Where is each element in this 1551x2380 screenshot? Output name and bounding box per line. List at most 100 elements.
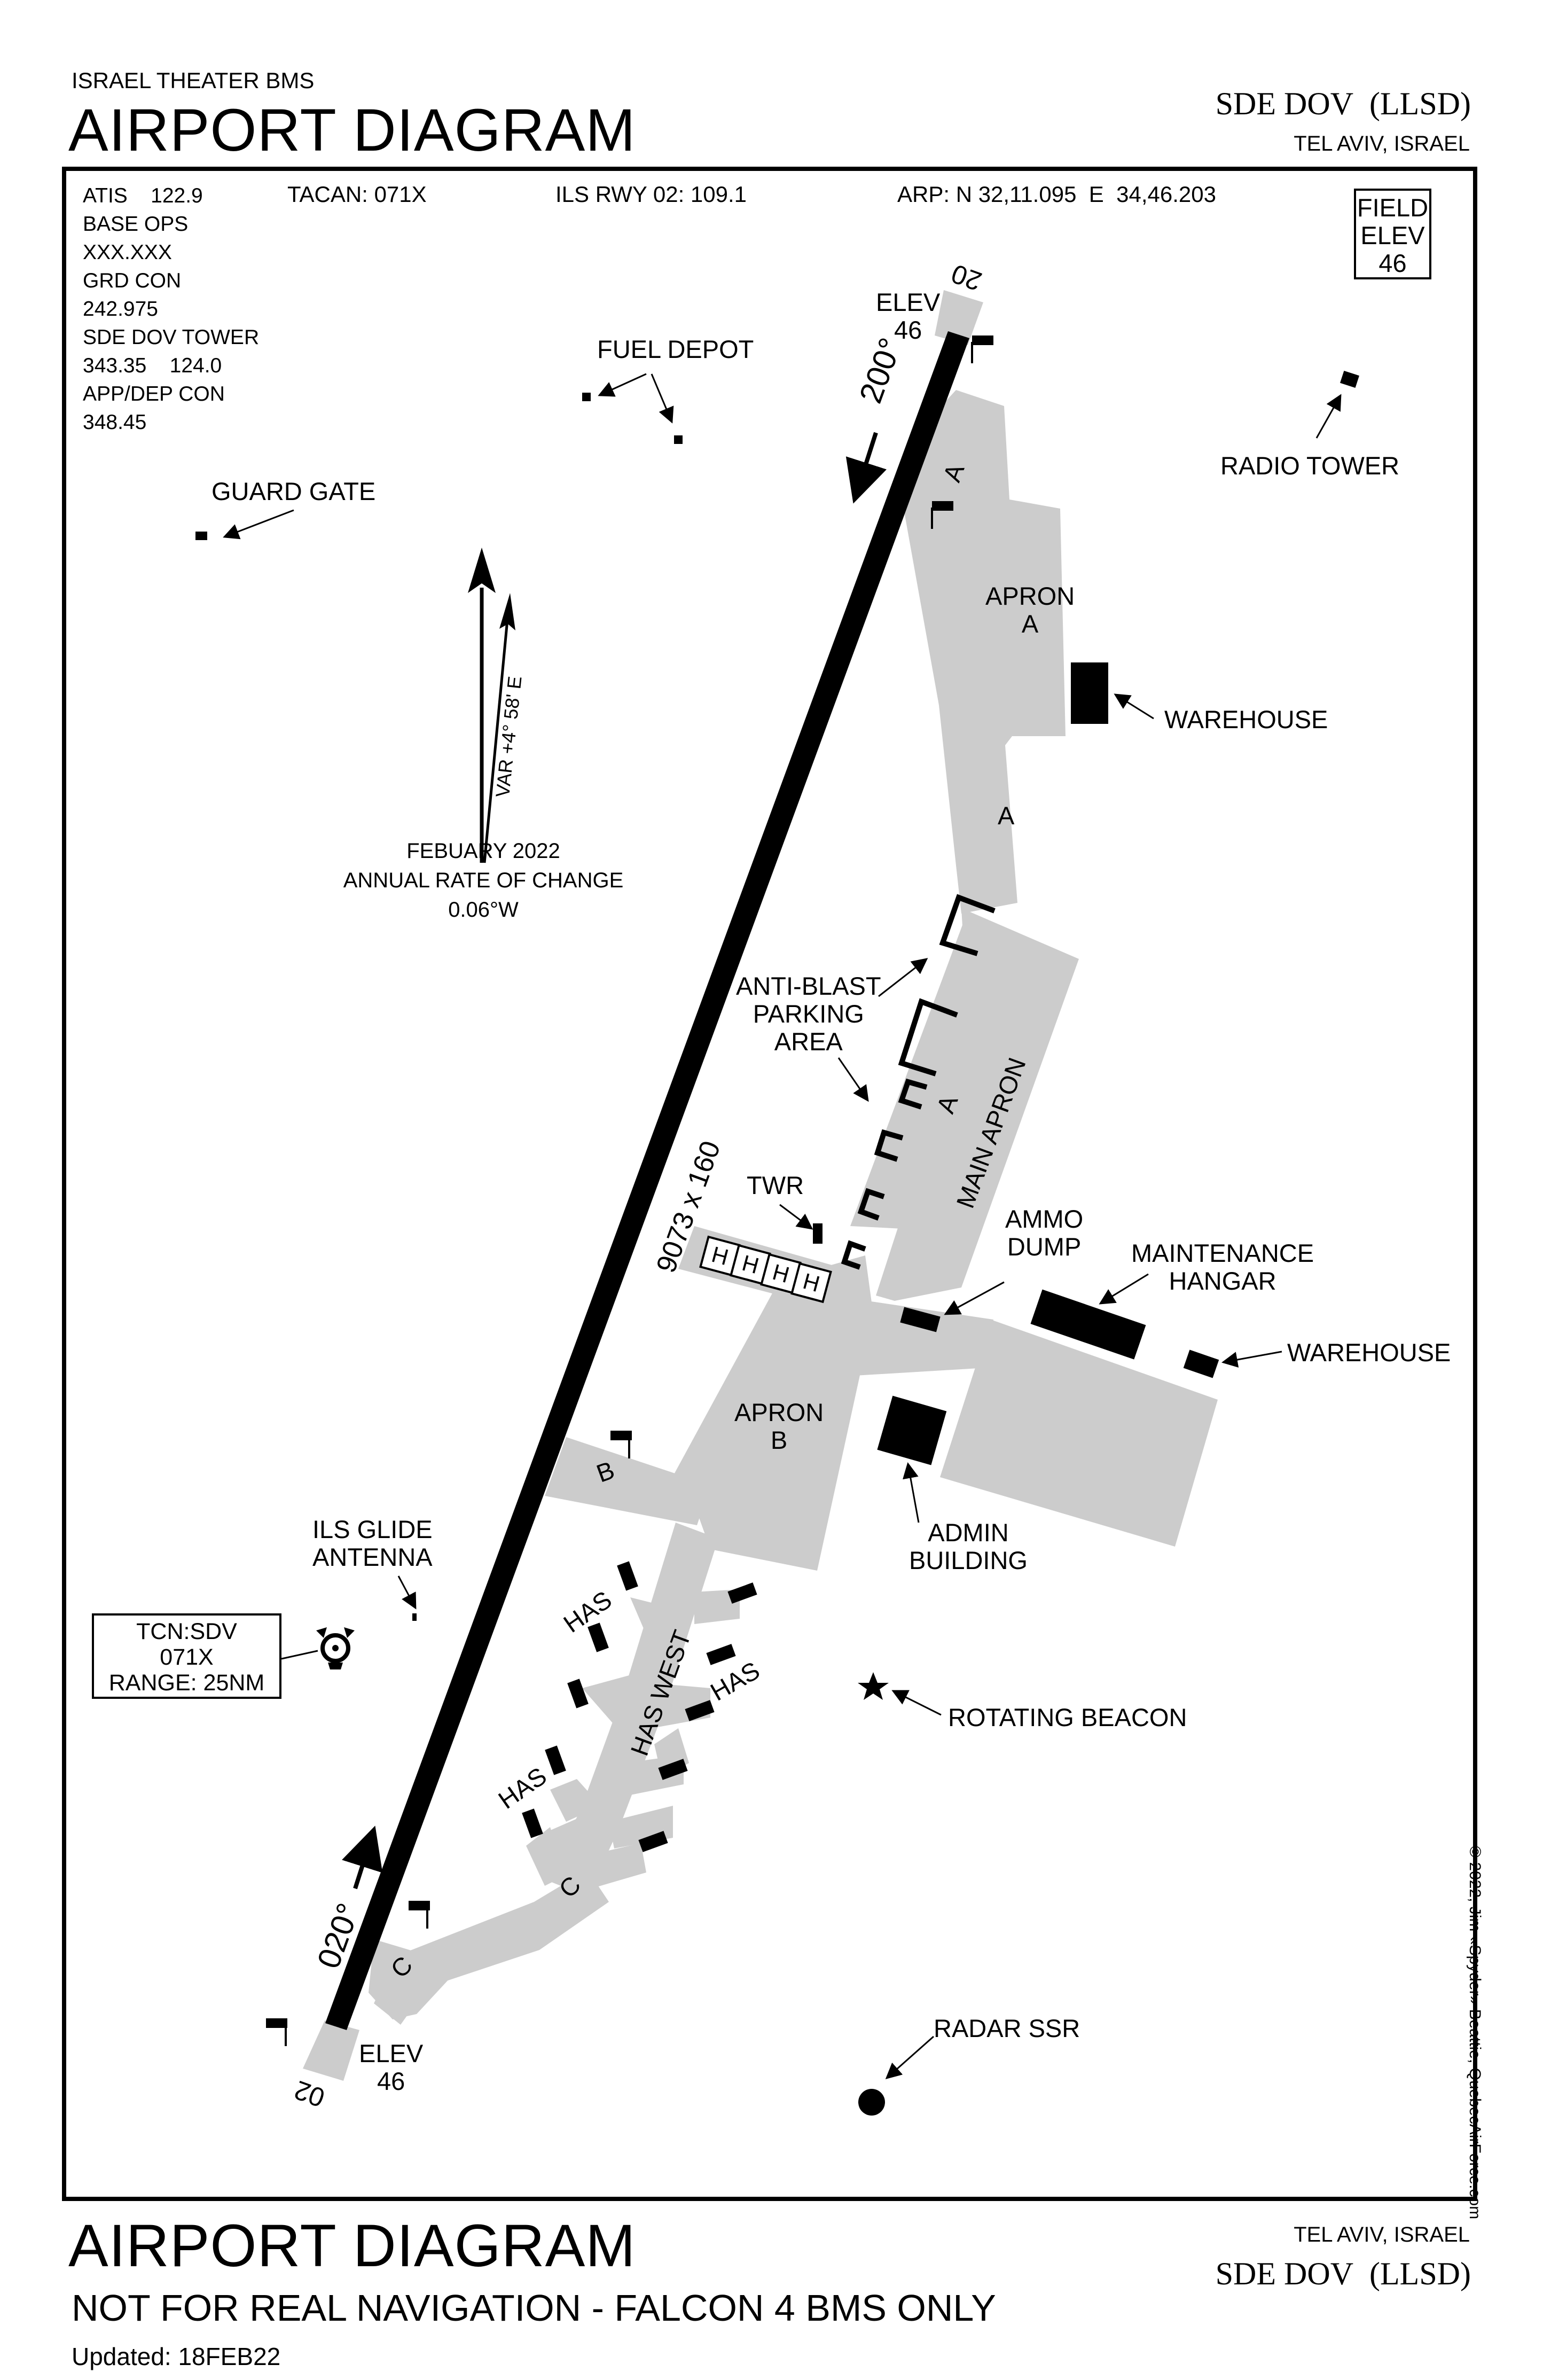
apron-b: [662, 1255, 873, 1571]
east-taxiway: [849, 1298, 993, 1376]
footer-airport-name: SDE DOV (LLSD): [1215, 2256, 1471, 2291]
magnetic-change-block: FEBUARY 2022 ANNUAL RATE OF CHANGE 0.06°…: [342, 837, 625, 925]
airport-name-header: SDE DOV (LLSD): [1215, 86, 1471, 121]
fuel-depot-label: FUEL DEPOT: [597, 335, 754, 363]
helipads: [699, 1235, 832, 1304]
frequency-list: ATIS 122.9 BASE OPS XXX.XXX GRD CON 242.…: [83, 182, 259, 436]
taxiway-b: [545, 1437, 710, 1525]
rate-of-change-label: ANNUAL RATE OF CHANGE: [343, 869, 624, 892]
radio-tower-building: [1340, 370, 1359, 388]
warehouse-label-2: WAREHOUSE: [1287, 1338, 1451, 1367]
field-elev-label: FIELD: [1357, 193, 1429, 222]
tower-frequency: 343.35 124.0: [83, 354, 222, 377]
rate-of-change-value: 0.06°W: [448, 898, 519, 922]
twr-building: [813, 1223, 822, 1244]
fuel-depot-tank: [582, 393, 591, 401]
fuel-depot-tank-2: [674, 435, 683, 444]
app-dep-label: APP/DEP CON: [83, 383, 225, 405]
apron-a: [902, 390, 1066, 914]
rotating-beacon-icon: [858, 1672, 889, 1700]
tower-label: SDE DOV TOWER: [83, 326, 260, 349]
tacan-channel: 071X: [160, 1644, 214, 1670]
windsock-icon: [931, 501, 953, 529]
windsock-icon: [971, 335, 993, 363]
ground-control-frequency: 242.975: [83, 298, 158, 321]
atis-frequency: ATIS 122.9: [83, 184, 203, 207]
maintenance-hangar-building: [1030, 1289, 1146, 1360]
maintenance-apron: [940, 1320, 1218, 1547]
radar-ssr-label: RADAR SSR: [934, 2014, 1080, 2042]
ils-glide-antenna-building: [412, 1613, 417, 1621]
tacan-ident: TCN:SDV: [136, 1619, 237, 1644]
admin-building: [877, 1395, 947, 1465]
has-shelter: [545, 1745, 566, 1775]
has-shelter: [617, 1561, 638, 1591]
guard-gate-label: GUARD GATE: [212, 477, 376, 505]
has-shelter: [588, 1622, 609, 1652]
windsocks: [266, 335, 993, 2046]
tacan-range: RANGE: 25NM: [108, 1670, 265, 1696]
north-arrow: [468, 548, 496, 863]
tacan-icon: [316, 1627, 355, 1669]
has-shelter: [638, 1831, 668, 1852]
taxiway-a-label-2: A: [998, 801, 1015, 830]
runway-02-20: [325, 331, 969, 2030]
radio-tower-label: RADIO TOWER: [1220, 451, 1400, 480]
theater-label: ISRAEL THEATER BMS: [72, 68, 315, 93]
main-apron: [876, 908, 1079, 1301]
windsock-icon: [610, 1431, 632, 1458]
field-elevation-box: FIELD ELEV 46: [1354, 189, 1431, 279]
diagram-frame: [62, 167, 1477, 2201]
anti-blast-parking: [841, 894, 996, 1270]
has-shelter: [685, 1700, 715, 1721]
ground-control-label: GRD CON: [83, 269, 182, 292]
base-ops-label: BASE OPS: [83, 213, 189, 236]
city-header: TEL AVIV, ISRAEL: [1294, 132, 1470, 155]
taxiway-c-end: [369, 1939, 451, 2019]
rotating-beacon-label: ROTATING BEACON: [948, 1703, 1187, 1731]
tacan-box: TCN:SDV 071X RANGE: 25NM: [92, 1613, 281, 1699]
guard-gate-building: [195, 532, 207, 540]
copyright-notice: © 2022, Jim «Spyder» Beattie, QuebecAirF…: [1466, 1846, 1484, 2220]
warehouse-building: [1071, 662, 1108, 724]
arp-info: ARP: N 32,11.095 E 34,46.203: [897, 182, 1216, 207]
runway-end-north: [935, 290, 983, 345]
base-ops-frequency: XXX.XXX: [83, 241, 172, 264]
magnetic-north-arrow: [483, 593, 515, 863]
windsock-icon: [409, 1901, 430, 1929]
app-dep-frequency: 348.45: [83, 411, 147, 434]
has-shelter: [522, 1808, 543, 1838]
heading-arrows: [342, 432, 887, 1890]
runway-end-south: [303, 2020, 359, 2081]
has-shelter: [706, 1644, 736, 1665]
footer-title: AIRPORT DIAGRAM: [68, 2212, 636, 2279]
magnetic-date: FEBUARY 2022: [406, 839, 560, 863]
radar-ssr-icon: [858, 2089, 885, 2116]
windsock-icon: [266, 2018, 287, 2046]
has-shelters: [522, 1561, 757, 1852]
main-apron-connector: [850, 914, 977, 1229]
field-elev-value: 46: [1378, 249, 1407, 277]
has-shelter: [727, 1582, 757, 1604]
taxiway-c: [374, 1870, 609, 2025]
warehouse-building-2: [1183, 1349, 1219, 1378]
leader-lines: [223, 373, 1342, 2079]
has-shelter: [658, 1759, 688, 1780]
twr-label: TWR: [747, 1171, 804, 1199]
buildings: [195, 370, 1359, 1621]
has-shelter: [567, 1679, 589, 1708]
ammo-dump-building: [900, 1307, 941, 1332]
warehouse-label: WAREHOUSE: [1164, 705, 1328, 733]
tacan-info: TACAN: 071X: [287, 182, 427, 207]
footer-city: TEL AVIV, ISRAEL: [1294, 2223, 1470, 2246]
